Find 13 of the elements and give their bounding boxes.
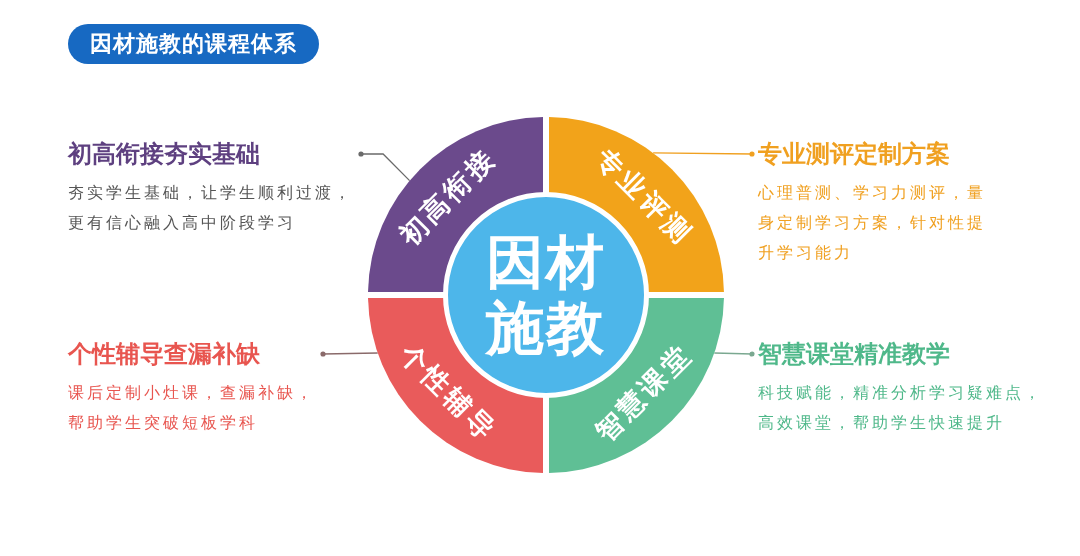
leader-line: [713, 351, 755, 357]
item-heading: 个性辅导查漏补缺: [68, 339, 260, 370]
item-description: 科技赋能，精准分析学习疑难点，高效课堂，帮助学生快速提升: [758, 382, 1044, 434]
item-heading: 专业测评定制方案: [758, 139, 950, 170]
item-heading: 智慧课堂精准教学: [758, 339, 950, 370]
leader-line: [320, 351, 379, 357]
leader-line: [358, 151, 411, 182]
item-heading: 初高衔接夯实基础: [68, 139, 260, 170]
item-description: 课后定制小灶课，查漏补缺，帮助学生突破短板学科: [68, 382, 316, 434]
leader-line: [652, 151, 755, 157]
title-banner: 因材施教的课程体系: [68, 24, 319, 64]
item-description: 夯实学生基础，让学生顺利过渡，更有信心融入高中阶段学习: [68, 182, 354, 234]
item-description: 心理普测、学习力测评，量身定制学习方案，针对性提升学习能力: [758, 182, 987, 264]
